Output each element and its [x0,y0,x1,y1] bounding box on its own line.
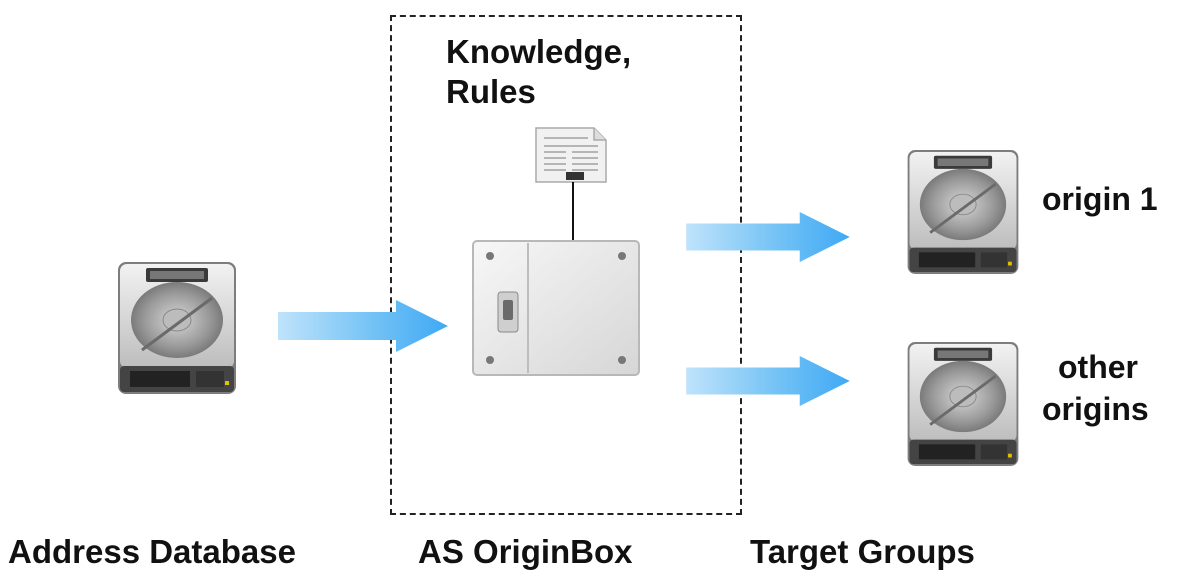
hard-drive-icon [906,148,1020,276]
address-database-label: Address Database [8,533,296,570]
target-groups-label: Target Groups [750,533,975,570]
document-icon [535,127,607,183]
originbox-boundary [390,15,742,515]
knowledge-label: Knowledge, [446,33,632,70]
hard-drive-icon [116,260,238,396]
rules-label: Rules [446,73,536,110]
arrow-to-origin1 [686,212,850,262]
arrow-to-originbox [278,300,448,352]
origins-label: origins [1042,391,1149,427]
arrow-to-other-origins [686,356,850,406]
hard-drive-icon [906,340,1020,468]
switch-panel-icon [472,240,640,376]
other-label: other [1058,349,1138,385]
origin1-label: origin 1 [1042,181,1158,217]
as-originbox-label: AS OriginBox [418,533,633,570]
connector-line [572,182,574,244]
